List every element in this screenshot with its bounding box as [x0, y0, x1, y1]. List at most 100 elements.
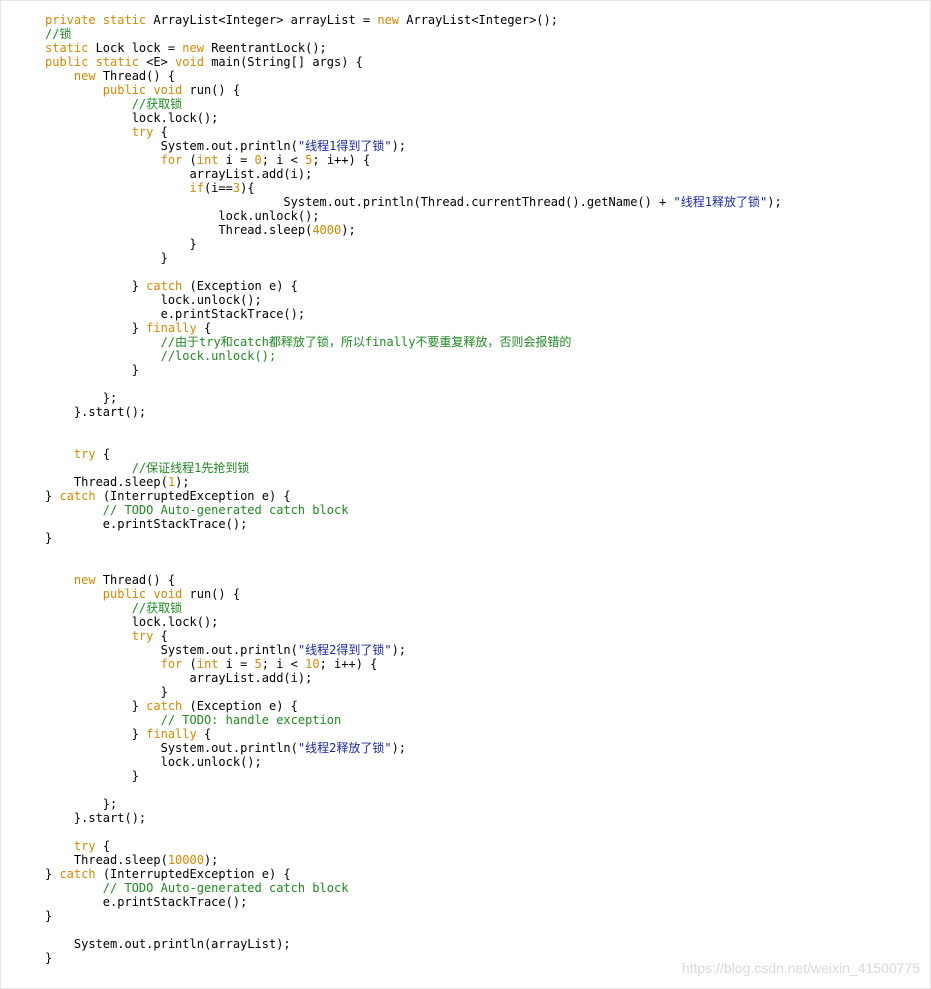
code-token-plain: lock.unlock(); [45, 755, 262, 769]
code-token-plain [45, 587, 103, 601]
code-token-plain: } [45, 321, 147, 335]
code-token-plain: run() { [189, 83, 241, 97]
code-token-keyword: private static [45, 13, 154, 27]
code-token-plain: } [45, 279, 147, 293]
code-line: } [45, 251, 782, 265]
code-line: public void run() { [45, 83, 782, 97]
code-token-keyword: finally [146, 727, 204, 741]
code-token-plain: ); [341, 223, 356, 237]
code-token-keyword: try [73, 447, 103, 461]
code-line: //由于try和catch都释放了锁，所以finally不要重复释放，否则会报错… [45, 335, 782, 349]
code-line: try { [45, 629, 782, 643]
code-line: for (int i = 0; i < 5; i++) { [45, 153, 782, 167]
code-token-keyword: new [73, 69, 103, 83]
code-token-plain [45, 839, 74, 853]
code-token-plain: ; i++) { [319, 657, 378, 671]
code-token-keyword: for [160, 657, 190, 671]
code-line: } [45, 909, 782, 923]
code-token-plain: System.out.println( [45, 741, 298, 755]
code-token-keyword: new [73, 573, 103, 587]
code-line: Thread.sleep(10000); [45, 853, 782, 867]
code-block: private static ArrayList<Integer> arrayL… [45, 13, 782, 965]
code-token-plain [45, 881, 103, 895]
code-token-plain [45, 573, 74, 587]
code-token-plain: ); [767, 195, 782, 209]
code-line: for (int i = 5; i < 10; i++) { [45, 657, 782, 671]
code-token-comment: //保证线程1先抢到锁 [131, 461, 250, 475]
code-token-plain [45, 69, 74, 83]
code-token-plain: (i== [203, 181, 233, 195]
code-token-number: 3 [232, 181, 241, 195]
code-token-number: 5 [305, 153, 313, 167]
code-token-plain: } [45, 727, 147, 741]
code-token-keyword: if [189, 181, 204, 195]
code-token-plain: } [45, 699, 147, 713]
code-token-plain: { [203, 321, 212, 335]
code-token-keyword: catch [146, 279, 190, 293]
code-token-plain: Lock lock = [95, 41, 183, 55]
code-line: e.printStackTrace(); [45, 895, 782, 909]
code-token-plain [45, 461, 132, 475]
code-line: System.out.println("线程2释放了锁"); [45, 741, 782, 755]
code-line: }; [45, 797, 782, 811]
code-token-plain: Thread() { [102, 69, 176, 83]
code-line: } catch (Exception e) { [45, 279, 782, 293]
code-token-plain: ( [189, 657, 197, 671]
code-token-plain: { [203, 727, 212, 741]
code-line: } finally { [45, 727, 782, 741]
code-token-plain: ; i < [261, 657, 306, 671]
code-token-plain: ( [189, 153, 197, 167]
code-token-plain: } [45, 251, 168, 265]
code-line: new Thread() { [45, 69, 782, 83]
code-token-keyword: void [175, 55, 212, 69]
code-token-plain: System.out.println( [45, 139, 298, 153]
code-token-plain [45, 657, 161, 671]
code-line: //保证线程1先抢到锁 [45, 461, 782, 475]
code-token-keyword: for [160, 153, 190, 167]
code-line: System.out.println("线程1得到了锁"); [45, 139, 782, 153]
code-line [45, 265, 782, 279]
code-token-plain: arrayList.add(i); [45, 671, 313, 685]
code-token-keyword: new [182, 41, 212, 55]
code-token-comment: //由于try和catch都释放了锁，所以finally不要重复释放，否则会报错… [160, 335, 572, 349]
code-token-plain: ArrayList<Integer>(); [406, 13, 558, 27]
code-token-number: 5 [254, 657, 262, 671]
code-token-plain: Thread.sleep( [45, 853, 168, 867]
code-line: Thread.sleep(4000); [45, 223, 782, 237]
code-line: // TODO: handle exception [45, 713, 782, 727]
code-line: }; [45, 391, 782, 405]
code-token-number: 4000 [312, 223, 342, 237]
code-line: e.printStackTrace(); [45, 517, 782, 531]
code-token-keyword: catch [146, 699, 190, 713]
code-token-plain: (Exception e) { [189, 699, 298, 713]
code-line [45, 433, 782, 447]
code-token-plain: { [102, 839, 111, 853]
code-token-plain: <E> [146, 55, 176, 69]
code-token-keyword: new [377, 13, 407, 27]
code-token-plain: }; [45, 797, 118, 811]
code-line: lock.unlock(); [45, 293, 782, 307]
code-line: new Thread() { [45, 573, 782, 587]
code-token-plain: { [102, 447, 111, 461]
code-line: // TODO Auto-generated catch block [45, 503, 782, 517]
code-line: //获取锁 [45, 97, 782, 111]
code-token-plain: ); [391, 643, 407, 657]
code-token-comment: //获取锁 [131, 97, 183, 111]
code-token-plain: } [45, 489, 60, 503]
code-token-plain [45, 503, 103, 517]
code-token-plain: i = [225, 153, 255, 167]
code-line: arrayList.add(i); [45, 167, 782, 181]
code-token-string: "线程1得到了锁" [297, 139, 392, 153]
code-token-plain [45, 447, 74, 461]
code-token-plain [45, 125, 132, 139]
code-token-plain: } [45, 909, 53, 923]
code-line: // TODO Auto-generated catch block [45, 881, 782, 895]
code-token-number: 0 [254, 153, 262, 167]
code-line: //lock.unlock(); [45, 349, 782, 363]
code-line: try { [45, 447, 782, 461]
code-line: } [45, 363, 782, 377]
code-line: private static ArrayList<Integer> arrayL… [45, 13, 782, 27]
code-line: } [45, 531, 782, 545]
code-token-keyword: try [73, 839, 103, 853]
code-token-keyword: public void [102, 587, 190, 601]
